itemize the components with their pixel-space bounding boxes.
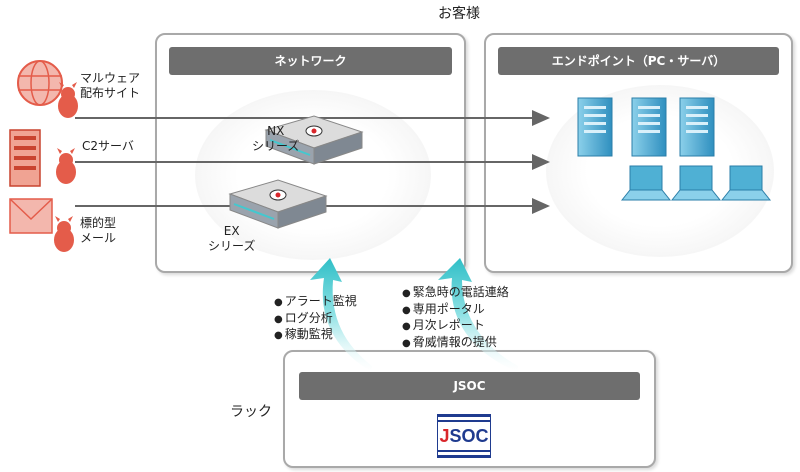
threat-label-mail: 標的型 メール [80,216,116,246]
laptop-icon-3 [720,165,772,201]
threat-label-malware: マルウェア 配布サイト [80,71,140,101]
threat-label-mail-line1: 標的型 [80,216,117,230]
services-left-list: アラート監視 ログ分析 稼動監視 [274,294,357,344]
service-right-item: 脅威情報の提供 [402,335,509,352]
jsoc-logo: JSOC [437,414,491,458]
jsoc-logo-letters-soc: SOC [449,426,489,446]
rack-label: ラック [230,404,272,420]
network-panel-title: ネットワーク [169,47,452,75]
service-right-item: 専用ポータル [402,302,509,319]
ex-label-line1: EX [223,224,240,238]
ex-appliance-icon [228,179,328,229]
endpoint-panel-title: エンドポイント（PC・サーバ） [498,47,779,75]
malware-globe-icon [17,60,78,118]
server-tower-icon-2 [631,97,667,157]
nx-label: NX シリーズ [252,124,299,154]
threat-label-mail-line2: メール [80,231,117,245]
teal-arrow-left [310,258,372,372]
service-right-item: 緊急時の電話連絡 [402,285,509,302]
service-left-item: 稼動監視 [274,327,357,344]
nx-label-line1: NX [267,124,285,138]
rack-panel: JSOC JSOC [283,350,656,468]
ex-label-line2: シリーズ [208,239,256,253]
jsoc-logo-text: JSOC [438,425,490,447]
nx-appliance-icon [264,115,364,165]
targeted-mail-icon [9,198,74,252]
customer-label: お客様 [438,6,480,22]
ex-label: EX シリーズ [208,224,255,254]
threat-label-malware-line1: マルウェア [80,71,141,85]
services-right-list: 緊急時の電話連絡 専用ポータル 月次レポート 脅威情報の提供 [402,285,509,351]
c2-server-icon [9,129,76,187]
laptop-icon-1 [620,165,672,201]
threat-label-malware-line2: 配布サイト [80,86,141,100]
server-tower-icon-3 [679,97,715,157]
service-left-item: アラート監視 [274,294,357,311]
service-right-item: 月次レポート [402,318,509,335]
laptop-icon-2 [670,165,722,201]
server-tower-icon-1 [577,97,613,157]
rack-bar-title: JSOC [299,372,640,400]
service-left-item: ログ分析 [274,311,357,328]
nx-label-line2: シリーズ [252,139,300,153]
threat-label-c2: C2サーバ [82,139,134,153]
jsoc-logo-letter-j: J [439,426,450,446]
